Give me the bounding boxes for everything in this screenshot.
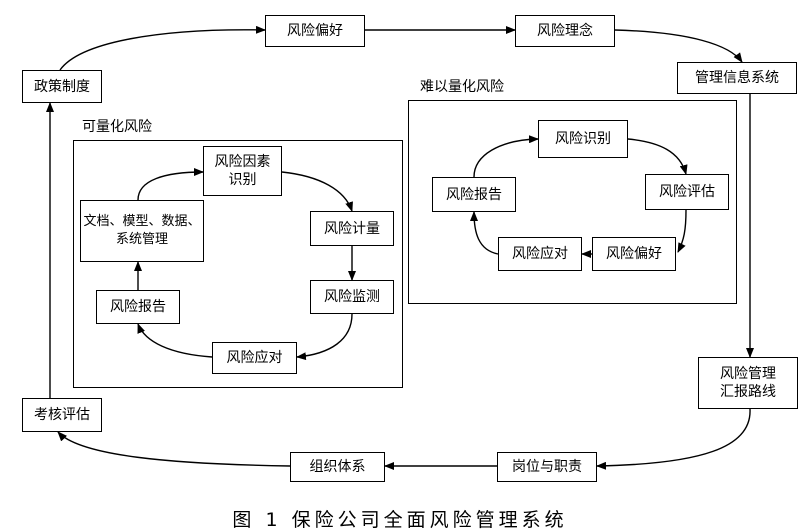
edge-policy-to-appetite xyxy=(59,25,266,71)
edge-org-to-assessment xyxy=(57,431,291,467)
node-risk-reporting-line: 风险管理 汇报路线 xyxy=(698,357,798,409)
edge-philosophy-to-mis xyxy=(614,29,743,63)
edge-docs-to-factor xyxy=(137,168,204,201)
edge-response-to-report xyxy=(137,323,213,358)
node-risk-factor-identification: 风险因素 识别 xyxy=(203,146,282,196)
node-management-information-system: 管理信息系统 xyxy=(677,62,797,94)
node-risk-report-inner: 风险报告 xyxy=(432,177,516,212)
node-organization-system: 组织体系 xyxy=(290,452,385,482)
node-risk-philosophy: 风险理念 xyxy=(515,15,615,47)
edge-factor-to-measure xyxy=(281,171,353,212)
node-risk-response-inner: 风险应对 xyxy=(498,237,582,271)
node-risk-appetite-inner: 风险偏好 xyxy=(592,237,676,271)
node-risk-report: 风险报告 xyxy=(96,290,180,324)
node-risk-measurement: 风险计量 xyxy=(310,211,394,246)
edge-report-to-identify xyxy=(473,135,539,178)
node-risk-response: 风险应对 xyxy=(212,342,297,374)
panel-hard-to-quantify-risk-title: 难以量化风险 xyxy=(420,79,504,95)
edge-reporting-to-post xyxy=(596,408,751,470)
panel-quantifiable-risk xyxy=(73,140,403,388)
node-documents-models-data: 文档、模型、数据、 系统管理 xyxy=(80,200,204,262)
node-assessment-evaluation: 考核评估 xyxy=(22,398,102,432)
node-risk-identification: 风险识别 xyxy=(538,120,628,158)
panel-hard-to-quantify-risk xyxy=(408,100,737,304)
node-post-and-duty: 岗位与职责 xyxy=(497,452,597,482)
panel-quantifiable-risk-title: 可量化风险 xyxy=(82,119,152,135)
edge-response-to-report xyxy=(470,211,499,255)
node-policy-system: 政策制度 xyxy=(22,70,102,103)
edge-monitor-to-response xyxy=(296,313,353,361)
node-risk-evaluation: 风险评估 xyxy=(645,174,729,210)
edge-identify-to-evaluate xyxy=(627,138,688,175)
edge-evaluate-to-appetite xyxy=(677,209,687,253)
node-risk-appetite: 风险偏好 xyxy=(265,15,365,47)
figure-caption: 图 1 保险公司全面风险管理系统 xyxy=(232,509,568,531)
node-risk-monitoring: 风险监测 xyxy=(310,280,394,314)
